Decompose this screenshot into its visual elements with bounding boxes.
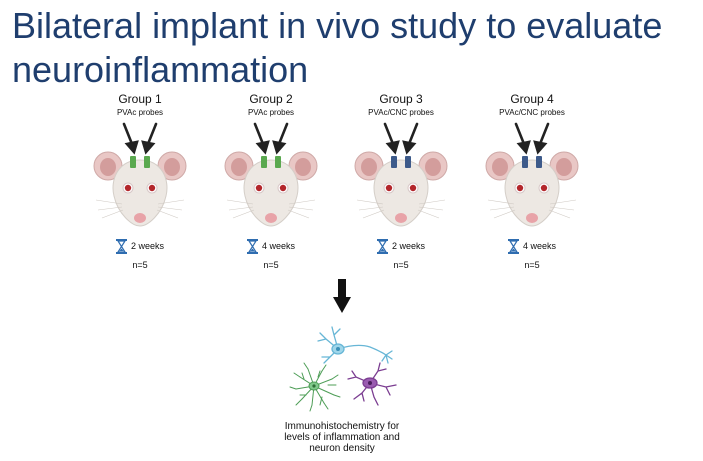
title-line-2: neuroinflammation [12, 49, 309, 90]
duration-row: 4 weeks [467, 238, 597, 254]
duration-row: 4 weeks [206, 238, 336, 254]
group-title: Group 3 [379, 92, 423, 106]
sample-size: n=5 [132, 260, 148, 270]
rat-head-illustration [93, 122, 187, 227]
sample-size: n=5 [524, 260, 540, 270]
group-title: Group 2 [249, 92, 293, 106]
probe-label: PVAc probes [116, 108, 164, 117]
down-arrow-icon [333, 279, 351, 313]
hourglass-icon [115, 238, 127, 254]
duration-row: 2 weeks [75, 238, 205, 254]
purple-neuron [347, 362, 397, 406]
group-column: Group 2 PVAc probes [206, 92, 336, 271]
rat-head-illustration [354, 122, 448, 227]
duration-row: 2 weeks [336, 238, 466, 254]
probe-label: PVAc probes [247, 108, 295, 117]
blue-neuron [317, 326, 393, 364]
duration-label: 4 weeks [522, 241, 557, 251]
group-column: Group 3 PVAc/CNC probes [336, 92, 466, 271]
hourglass-icon [507, 238, 519, 254]
duration-label: 2 weeks [130, 241, 165, 251]
outcome-line-2: levels of inflammation and [284, 432, 400, 443]
duration-label: 4 weeks [261, 241, 296, 251]
probe-label: PVAc/CNC probes [499, 108, 565, 117]
probe-label: PVAc/CNC probes [368, 108, 434, 117]
outcome-line-3: neuron density [309, 443, 375, 454]
group-title: Group 4 [510, 92, 554, 106]
hourglass-icon [246, 238, 258, 254]
sample-size: n=5 [393, 260, 409, 270]
green-neuron [289, 362, 341, 412]
group-column: Group 4 PVAc/CNC probes [467, 92, 597, 271]
outcome-caption: Immunohistochemistry for levels of infla… [242, 421, 442, 454]
neurons-illustration [289, 326, 397, 412]
outcome-line-1: Immunohistochemistry for [284, 421, 400, 432]
hourglass-icon [376, 238, 388, 254]
page-title: Bilateral implant in vivo study to evalu… [12, 4, 692, 92]
rat-head-illustration [224, 122, 318, 227]
group-column: Group 1 PVAc probes [75, 92, 205, 271]
sample-size: n=5 [263, 260, 279, 270]
duration-label: 2 weeks [391, 241, 426, 251]
rat-head-illustration [485, 122, 579, 227]
title-line-1: Bilateral implant in vivo study to evalu… [12, 5, 663, 46]
group-title: Group 1 [118, 92, 162, 106]
